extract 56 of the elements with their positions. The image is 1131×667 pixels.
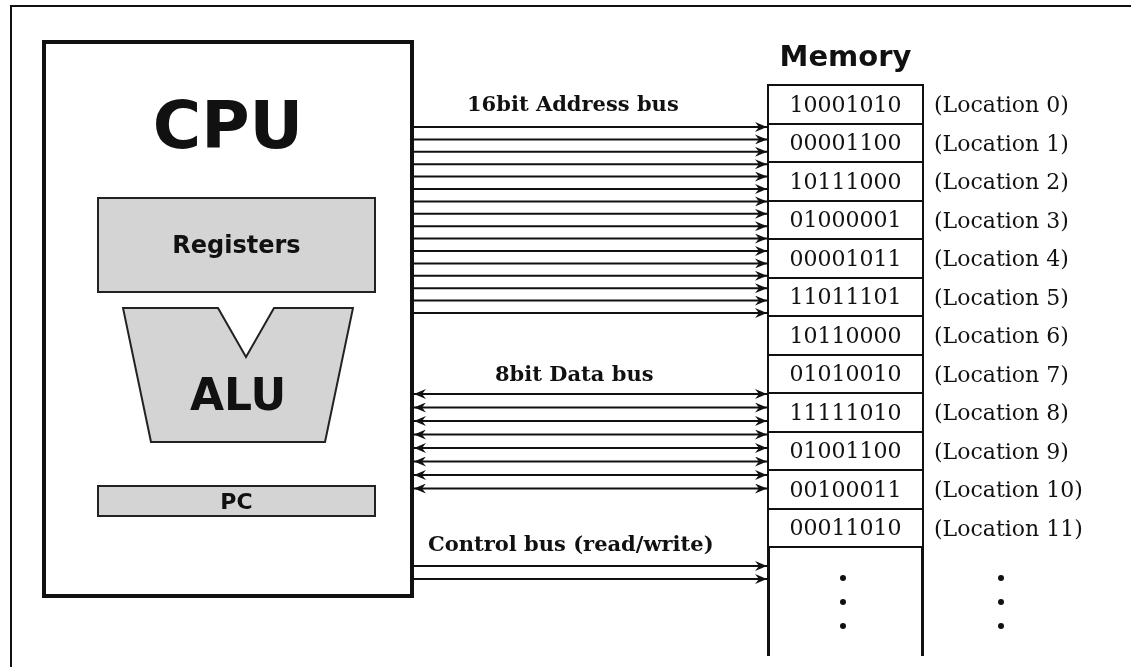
program-counter-block: PC <box>97 485 376 517</box>
cpu-box <box>42 40 414 598</box>
bus-line-arrow <box>413 171 768 182</box>
location-label: (Location 10) <box>934 476 1083 504</box>
location-label: (Location 3) <box>934 207 1069 235</box>
location-label: (Location 9) <box>934 438 1069 466</box>
bus-line-arrow <box>413 270 768 281</box>
location-label: (Location 1) <box>934 130 1069 158</box>
bus-line-arrow <box>413 429 768 440</box>
location-label: (Location 11) <box>934 515 1083 543</box>
bus-line-arrow <box>413 456 768 467</box>
bus-line-arrow <box>413 258 768 269</box>
bus-line-arrow <box>413 246 768 256</box>
bus-line-arrow <box>413 308 768 318</box>
bus-line-arrow <box>413 470 768 480</box>
bus-line-arrow <box>413 295 768 306</box>
registers-block: Registers <box>97 197 376 293</box>
memory-cell: 00100011 <box>767 469 924 510</box>
location-label: (Location 4) <box>934 245 1069 273</box>
memory-heading: Memory <box>778 38 913 75</box>
bus-line-arrow <box>413 184 768 194</box>
bus-line-arrow <box>413 402 768 413</box>
memory-cell: 01000001 <box>767 199 924 240</box>
bus-line-arrow <box>413 196 768 207</box>
memory-cell: 10110000 <box>767 315 924 356</box>
location-label: (Location 8) <box>934 399 1069 427</box>
bus-line-arrow <box>413 283 768 294</box>
bus-line-arrow <box>413 389 768 399</box>
memory-cell: 10111000 <box>767 161 924 202</box>
bus-line-arrow <box>413 416 768 426</box>
bus-line-arrow <box>413 221 768 232</box>
memory-cell: 00001100 <box>767 122 924 163</box>
memory-cell: 11011101 <box>767 276 924 317</box>
alu-block: ALU <box>122 307 354 443</box>
bus-line-arrow <box>413 159 768 170</box>
bus-line-arrow <box>413 443 768 453</box>
bus-line-arrow <box>413 208 768 219</box>
bus-line-arrow <box>413 561 768 571</box>
memory-cell: 01001100 <box>767 430 924 471</box>
location-label: (Location 6) <box>934 322 1069 350</box>
bus-line-arrow <box>413 483 768 494</box>
bus-line-arrow <box>413 574 768 584</box>
memory-cell: 00011010 <box>767 507 924 548</box>
location-label: (Location 5) <box>934 284 1069 312</box>
bus-line-arrow <box>413 122 768 132</box>
bus-line-arrow <box>413 233 768 244</box>
memory-cell: 00001011 <box>767 238 924 279</box>
bus-line-arrow <box>413 146 768 157</box>
location-label: (Location 2) <box>934 168 1069 196</box>
location-label: (Location 7) <box>934 361 1069 389</box>
memory-cell: 01010010 <box>767 353 924 394</box>
memory-cell: 10001010 <box>767 84 924 125</box>
bus-line-arrow <box>413 134 768 145</box>
memory-cell: 11111010 <box>767 392 924 433</box>
location-label: (Location 0) <box>934 91 1069 119</box>
cpu-label: CPU <box>151 86 305 166</box>
